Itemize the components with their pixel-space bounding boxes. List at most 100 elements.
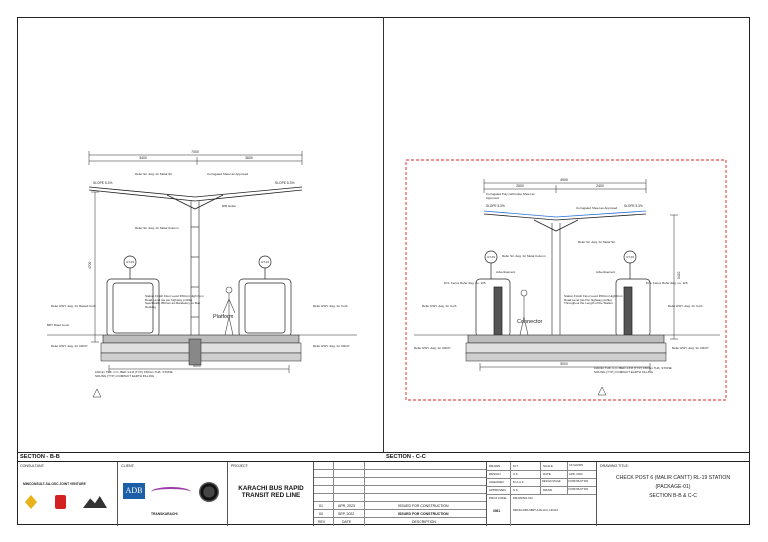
roof-canopy [88, 186, 303, 210]
scale-label: SCALE [543, 464, 553, 468]
project-name-2: TRANSIT RED LINE [241, 492, 301, 499]
draw-value: CONSTRUCTION [568, 488, 589, 491]
slope-right: SLOPE 5.3% [624, 204, 643, 208]
approved-value: S.K [513, 488, 518, 492]
note-fence-r: M.S. Fence Refer dwg. no. 105 [646, 281, 688, 285]
drawing-no-label: DRAWING NO. [513, 496, 534, 500]
connector-label: Connector [517, 319, 543, 325]
drawing-title-3: SECTION B-B & C-C [649, 493, 697, 499]
platform-label: Platform [213, 314, 234, 320]
right-gate-kiosk [238, 255, 292, 338]
rev-1-date: APR, 2023 [338, 504, 355, 508]
bottom-dimension [108, 365, 290, 373]
sindh-emblem [199, 482, 219, 502]
section-c-c-drawing: 4900 2500 2400 SLOPE 5.3% SLOPE 5.3% 541… [405, 159, 727, 401]
client-label: CLIENT: [121, 464, 135, 468]
drawing-title-label: DRAWING TITLE: [600, 464, 629, 468]
design-label: DESIGN [489, 472, 501, 476]
dim-total: 7000 [191, 150, 199, 154]
stage-value: CONSTRUCTION [568, 480, 589, 483]
roof-canopy [483, 210, 647, 232]
transkarachi-swoosh [151, 487, 191, 497]
adb-logo: ADB [123, 483, 145, 499]
height-dim: 4700 [88, 261, 92, 269]
note-corrugated: Corrugated Sheet as Approved [207, 172, 249, 176]
note-fence-l: M.S. Fence Refer dwg. no. 105 [444, 281, 486, 285]
note-hwy-curb-l: Refer HWY. dwg. for Curb [422, 304, 457, 308]
note-metal-str: Refer Str. dwg. for Metal Str. [135, 172, 173, 176]
section-c-c-title: SECTION - C-C [386, 454, 426, 460]
consultant-label: CONSULTANT: [20, 464, 45, 468]
dim-left: 2500 [516, 184, 524, 188]
connector-slab [414, 334, 720, 362]
note-metal-str: Refer Str. dwg. for Metal Str. [578, 240, 616, 244]
rev-head-desc: DESCRIPTION [412, 520, 436, 524]
consultant-logo-1 [25, 495, 37, 509]
note-brt-road: BRT Road Level [47, 323, 69, 327]
drawing-title-1: CHECK POST 6 (MALIR CANTT) RL-19 STATION [615, 475, 731, 481]
dim-total: 4900 [560, 178, 568, 182]
proj-code-value: 0081 [493, 509, 501, 513]
note-hwy-crcp-r: Refer HWY. dwg. for CRCP [313, 344, 349, 348]
rev-head-date: DATE [342, 520, 352, 524]
project-cell [228, 462, 314, 526]
rev-1-rev: 01 [319, 504, 323, 508]
rev-1-desc: ISSUED FOR CONSTRUCTION [398, 504, 449, 508]
rev-2-rev: 00 [319, 512, 323, 516]
note-corrugated: Corrugated Sheet as Approved [576, 206, 618, 210]
tag-right: GT-03 [626, 255, 634, 259]
slope-left: SLOPE 5.3% [93, 181, 112, 185]
highlight-frame [405, 159, 727, 401]
note-hwy-curb-r: Refer HWY. dwg. for Curb [668, 304, 703, 308]
dimension-lines [483, 179, 647, 193]
drawn-label: DRAWN [489, 464, 501, 468]
platform-slab [47, 334, 357, 366]
note-metal-column: Refer Str. dwg. for Metal Column [135, 226, 179, 230]
note-hwy-crcp-r: Refer HWY. dwg. for CRCP [672, 346, 708, 350]
north-arrow-icon [92, 388, 102, 398]
tag-right: GT-03 [261, 260, 269, 264]
bottom-dim: 5000 [560, 362, 568, 366]
project-label: PROJECT: [231, 464, 249, 468]
section-b-b-drawing: 7000 3400 3600 SLOPE 5.3% SLOPE 5.3% 470… [47, 150, 357, 398]
note-hwy-curb-r: Refer HWY. dwg. for Curb [313, 304, 348, 308]
human-figure [222, 286, 236, 336]
note-station-finish: Station Finish Floor Level 350mm High fr… [145, 295, 204, 309]
left-advertisement-panel [475, 250, 511, 338]
note-corrugated-poly: Corrugated Poly carbonate Sheet as Appro… [486, 193, 535, 200]
note-rib-gutter: RIB Gutter [222, 204, 236, 208]
dimension-lines [88, 151, 303, 165]
slope-right: SLOPE 5.3% [275, 181, 294, 185]
slope-left: SLOPE 5.3% [486, 204, 505, 208]
drawing-title-2: (PACKAGE-01) [655, 484, 691, 490]
note-advertisement-r: Advertisement [596, 270, 615, 274]
north-arrow-icon [597, 386, 607, 396]
rev-head-rev: REV [318, 520, 326, 524]
consultant-name: MINCONSULT-SA-OSC JOINT VENTURE [23, 482, 86, 486]
metal-column [190, 201, 200, 347]
note-hwy-crcp-l: Refer HWY. dwg. for CRCP [51, 344, 87, 348]
draw-label: DRAW [543, 488, 553, 492]
drawn-value: M.T [513, 464, 519, 468]
note-advertisement-l: Advertisement [496, 270, 515, 274]
note-hwy-curb-l: Refer HWY. dwg. for Raised Curb [51, 304, 96, 308]
revision-table: 01 APR, 2023 ISSUED FOR CONSTRUCTION 00 … [314, 462, 487, 526]
title-block: CONSULTANT: MINCONSULT-SA-OSC JOINT VENT… [17, 452, 750, 526]
rev-2-date: SEP, 2022 [338, 512, 355, 516]
client-cell [118, 462, 228, 526]
date-label: DATE [543, 472, 551, 476]
height-dimension [91, 191, 99, 343]
note-station-finish: Station Finish Floor Level 350mm High fr… [564, 295, 623, 306]
design-value: A.K [513, 472, 518, 476]
rev-2-desc: ISSUED FOR CONSTRUCTION [398, 512, 449, 516]
tag-left: GT-03 [487, 255, 495, 259]
section-b-b-title: SECTION - B-B [20, 454, 60, 460]
height-dim: 5410 [677, 271, 681, 279]
note-base: 100mm THK. C.C. BED 1:4:8 (TYP.) 150mm T… [594, 367, 672, 374]
dim-left: 3400 [139, 156, 147, 160]
human-figure [519, 289, 529, 336]
dim-right: 3600 [245, 156, 253, 160]
consultant-logo-2 [55, 495, 66, 509]
proj-code-label: PROJ.CODE [489, 496, 507, 500]
client-trans: TRANSKARACHI [151, 512, 178, 516]
